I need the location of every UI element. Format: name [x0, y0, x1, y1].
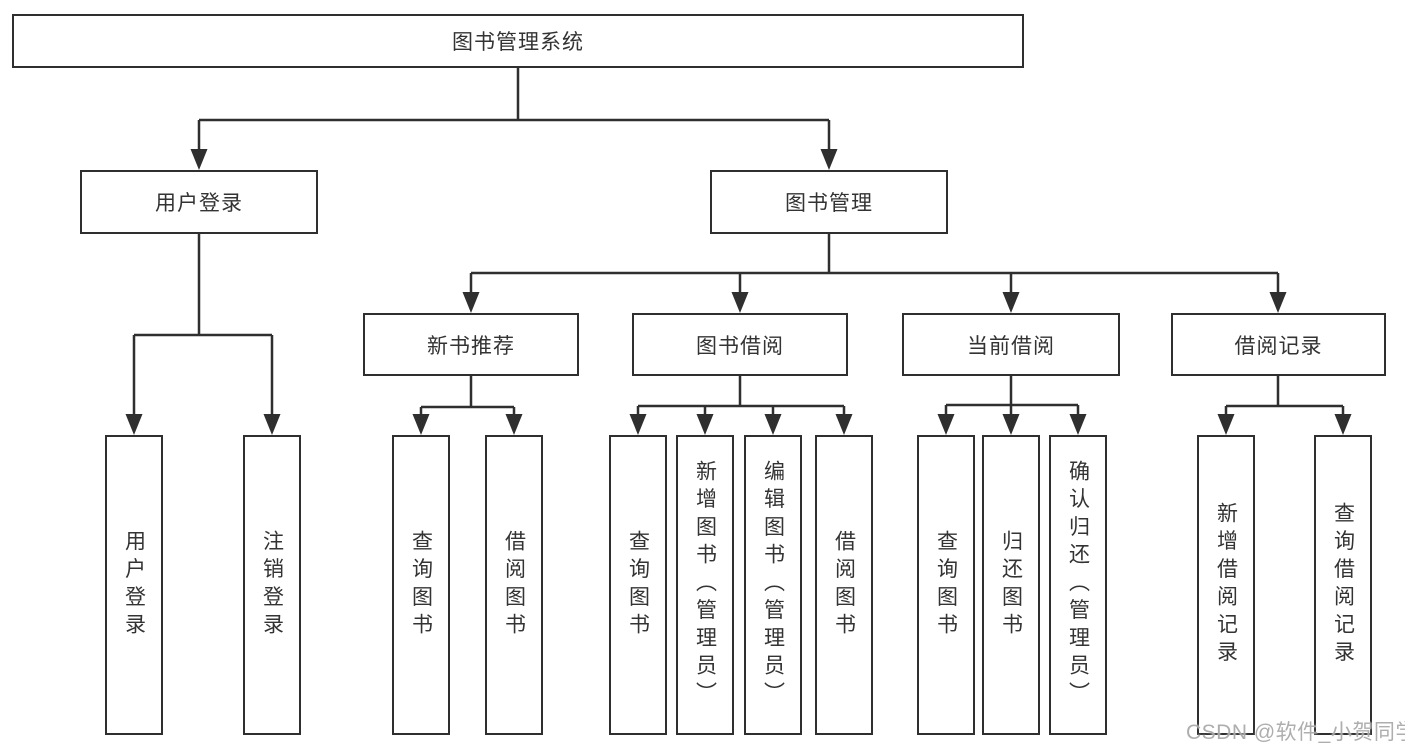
node-borrow-records: 借阅记录	[1171, 313, 1386, 376]
node-borrow-records-label: 借阅记录	[1234, 334, 1323, 358]
leaf-query-book-borrow-label: 查询图书	[626, 529, 650, 641]
leaf-query-borrow-record: 查询借阅记录	[1314, 435, 1372, 735]
node-root: 图书管理系统	[12, 14, 1024, 68]
leaf-add-book-admin: 新增图书（管理员）	[676, 435, 734, 735]
node-root-label: 图书管理系统	[452, 31, 584, 54]
arrowheads	[125, 149, 1352, 435]
node-current-borrow-label: 当前借阅	[967, 334, 1055, 358]
node-book-management: 图书管理	[710, 170, 948, 234]
leaf-add-borrow-record-label: 新增借阅记录	[1214, 501, 1238, 669]
connector-user-login-to-leaves	[132, 234, 274, 417]
leaf-logout-login: 注销登录	[243, 435, 301, 735]
leaf-return-book-label: 归还图书	[999, 529, 1023, 641]
leaf-confirm-return-admin-label: 确认归还（管理员）	[1066, 460, 1090, 710]
leaf-add-book-admin-label: 新增图书（管理员）	[693, 460, 717, 710]
connector-root-to-level2	[197, 68, 831, 152]
leaf-edit-book-admin: 编辑图书（管理员）	[744, 435, 802, 735]
leaf-add-borrow-record: 新增借阅记录	[1197, 435, 1255, 735]
node-new-book-recommend-label: 新书推荐	[427, 334, 515, 358]
connector-borrow-records-to-leaves	[1224, 376, 1345, 418]
leaf-user-login-label: 用户登录	[122, 529, 146, 641]
leaf-borrow-book-borrow: 借阅图书	[815, 435, 873, 735]
leaf-borrow-book-new: 借阅图书	[485, 435, 543, 735]
node-user-login: 用户登录	[80, 170, 318, 234]
watermark: CSDN @软件_小贺同学	[1186, 721, 1405, 744]
leaf-logout-login-label: 注销登录	[260, 529, 284, 641]
leaf-query-book-new: 查询图书	[392, 435, 450, 735]
leaf-borrow-book-borrow-label: 借阅图书	[832, 529, 856, 641]
node-book-borrow-label: 图书借阅	[696, 334, 784, 358]
node-new-book-recommend: 新书推荐	[363, 313, 579, 376]
leaf-confirm-return-admin: 确认归还（管理员）	[1049, 435, 1107, 735]
node-current-borrow: 当前借阅	[902, 313, 1120, 376]
leaf-return-book: 归还图书	[982, 435, 1040, 735]
leaf-user-login: 用户登录	[105, 435, 163, 735]
leaf-query-borrow-record-label: 查询借阅记录	[1331, 501, 1355, 669]
leaf-query-book-current: 查询图书	[917, 435, 975, 735]
node-book-borrow: 图书借阅	[632, 313, 848, 376]
leaf-query-book-new-label: 查询图书	[409, 529, 433, 641]
connector-book-mgmt-to-level3	[469, 234, 1280, 295]
node-book-management-label: 图书管理	[785, 192, 873, 215]
connector-new-book-to-leaves	[419, 376, 516, 418]
leaf-edit-book-admin-label: 编辑图书（管理员）	[761, 460, 785, 710]
node-user-login-label: 用户登录	[155, 192, 243, 215]
connector-book-borrow-to-leaves	[636, 376, 846, 418]
leaf-query-book-current-label: 查询图书	[934, 529, 958, 641]
leaf-borrow-book-new-label: 借阅图书	[502, 529, 526, 641]
connector-current-borrow-to-leaves	[944, 376, 1080, 418]
leaf-query-book-borrow: 查询图书	[609, 435, 667, 735]
